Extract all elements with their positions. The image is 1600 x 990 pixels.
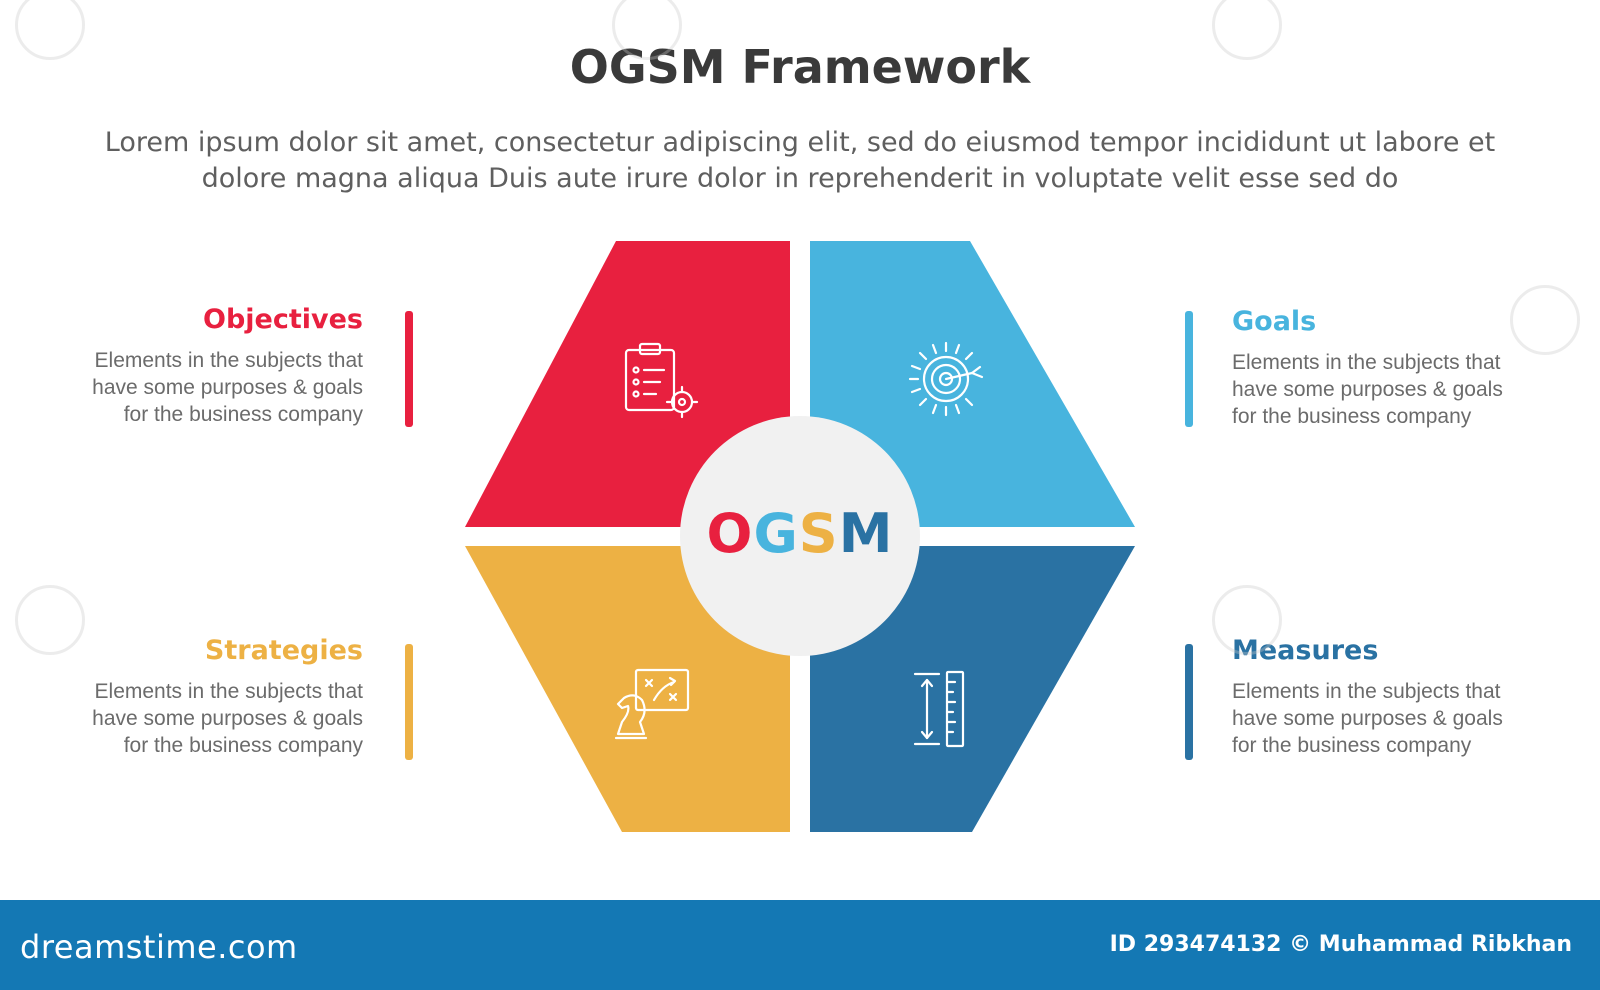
item-title-strategies: Strategies — [204, 635, 363, 666]
watermark-spiral — [15, 0, 85, 60]
center-letter-s: S — [798, 502, 839, 565]
footer-credit: ID 293474132 © Muhammad Ribkhan — [1109, 932, 1572, 957]
footer-logo[interactable]: dreamstime.com — [20, 928, 298, 966]
item-title-goals: Goals — [1232, 306, 1317, 337]
item-measures: Measures Elements in the subjects that h… — [1232, 634, 1532, 759]
target-arrow-icon — [908, 341, 984, 417]
center-letter-m: M — [838, 502, 894, 565]
bar-objectives — [405, 311, 413, 427]
ogsm-hexagon-diagram — [465, 241, 1135, 832]
item-desc-objectives: Elements in the subjects that have some … — [92, 349, 363, 426]
watermark-spiral — [1212, 585, 1282, 655]
bar-strategies — [405, 644, 413, 760]
watermark-spiral — [1212, 0, 1282, 60]
center-ogsm-label: OGSM — [680, 502, 920, 566]
bar-measures — [1185, 644, 1193, 760]
page-subtitle: Lorem ipsum dolor sit amet, consectetur … — [104, 127, 1496, 194]
segment-objectives — [465, 241, 790, 527]
center-circle — [680, 416, 920, 656]
segment-strategies — [465, 546, 790, 832]
bar-goals — [1185, 311, 1193, 427]
segment-goals — [810, 241, 1135, 527]
chess-board-icon — [614, 668, 690, 740]
segment-measures — [810, 546, 1135, 832]
clipboard-target-icon — [624, 342, 699, 419]
item-desc-measures: Elements in the subjects that have some … — [1232, 680, 1503, 757]
center-letter-o: O — [706, 502, 754, 565]
item-desc-strategies: Elements in the subjects that have some … — [92, 680, 363, 757]
center-letter-g: G — [753, 502, 799, 565]
item-goals: Goals Elements in the subjects that have… — [1232, 305, 1532, 430]
item-desc-goals: Elements in the subjects that have some … — [1232, 351, 1503, 428]
watermark-spiral — [1510, 285, 1580, 355]
watermark-spiral — [612, 0, 682, 60]
item-strategies: Strategies Elements in the subjects that… — [63, 634, 363, 759]
item-title-measures: Measures — [1232, 635, 1379, 666]
item-title-objectives: Objectives — [203, 304, 363, 335]
watermark-spiral — [15, 585, 85, 655]
footer-bar: dreamstime.com ID 293474132 © Muhammad R… — [0, 900, 1600, 990]
item-objectives: Objectives Elements in the subjects that… — [63, 303, 363, 428]
ruler-icon — [913, 670, 965, 748]
